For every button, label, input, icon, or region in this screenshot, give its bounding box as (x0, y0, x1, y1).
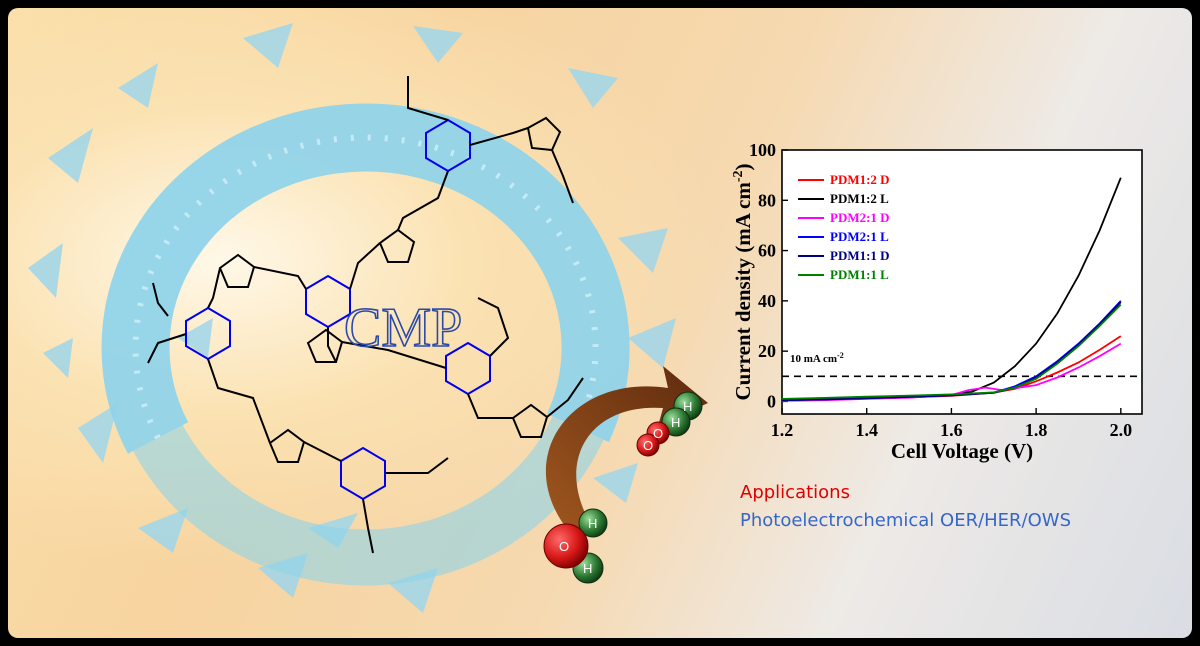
pyrrole-ring (268, 428, 306, 463)
h2-label: H (683, 399, 692, 414)
series-lines (781, 177, 1122, 402)
plot-area (781, 149, 1143, 415)
graphical-abstract: CMP O H H H H O O 0 20 40 60 80 100 1.2 1.4 1.6… (8, 8, 1192, 638)
x-tick-label: 1.4 (855, 420, 878, 440)
triazine-ring (340, 446, 386, 501)
y-tick-label: 40 (758, 291, 776, 311)
legend-label: PDM1:1 L (830, 267, 889, 282)
applications-heading: Applications (740, 482, 850, 503)
x-tick-label: 1.8 (1025, 420, 1048, 440)
legend-label: PDM2:1 D (830, 210, 890, 225)
y-axis-title: Current density (mA cm-2) (731, 163, 755, 400)
water-molecule: O H H (543, 508, 608, 584)
pyrrole-ring (511, 403, 549, 438)
legend-label: PDM1:2 D (830, 172, 890, 187)
hydrogen-molecule: H H (661, 391, 703, 437)
cmp-label: CMP (344, 297, 462, 359)
legend-label: PDM2:1 L (830, 229, 889, 244)
cmp-ring (101, 103, 630, 586)
y-tick-label: 60 (758, 241, 776, 261)
x-axis-title: Cell Voltage (V) (891, 439, 1033, 463)
legend-label: PDM1:2 L (830, 191, 889, 206)
legend-label: PDM1:1 D (830, 248, 890, 263)
legend: PDM1:2 D PDM1:2 L PDM2:1 D PDM2:1 L PDM1:1 D… (798, 172, 890, 282)
h2-label: H (671, 415, 680, 430)
pyrrole-ring (378, 228, 416, 263)
y-tick-label: 100 (749, 140, 776, 160)
x-tick-label: 1.2 (771, 420, 794, 440)
o2-label: O (643, 438, 653, 453)
y-tick-label: 80 (758, 190, 776, 210)
applications-detail: Photoelectrochemical OER/HER/OWS (740, 510, 1072, 531)
y-axis-ticks: 0 20 40 60 80 100 (749, 140, 788, 411)
water-oxygen-label: O (559, 539, 569, 554)
pyrrole-ring (218, 253, 256, 288)
molecular-framework (147, 76, 584, 554)
o2-label: O (653, 426, 663, 441)
water-hydrogen-label: H (583, 561, 592, 576)
reference-label: 10 mA cm-2 (790, 351, 844, 365)
oxygen-molecule: O O (636, 421, 670, 457)
scene-canvas: CMP O H H H H O O 0 20 40 60 80 100 1.2 1.4 1.6… (28, 23, 1143, 613)
series-line (781, 303, 1122, 400)
x-tick-label: 1.6 (940, 420, 963, 440)
y-tick-label: 0 (767, 391, 776, 411)
pyrrole-ring (526, 116, 562, 152)
pyrrole-ring (306, 328, 344, 363)
reaction-arrow (545, 366, 708, 536)
water-hydrogen-label: H (588, 516, 597, 531)
x-tick-label: 2.0 (1110, 420, 1133, 440)
y-tick-label: 20 (758, 341, 776, 361)
x-axis-ticks: 1.2 1.4 1.6 1.8 2.0 (771, 408, 1132, 440)
